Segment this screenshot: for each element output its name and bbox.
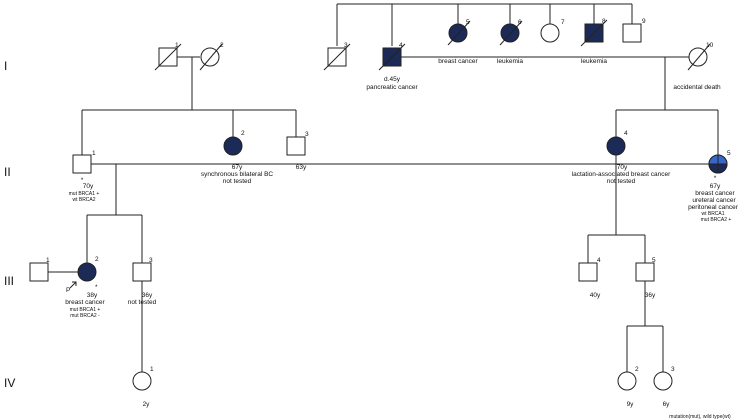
proband-marker: P bbox=[66, 287, 70, 294]
svg-text:mut BRCA1 +: mut BRCA1 + bbox=[70, 307, 101, 313]
individual-i-9: 9 bbox=[622, 18, 646, 43]
individual-iii-1: 1 bbox=[29, 257, 50, 282]
svg-text:4: 4 bbox=[624, 130, 628, 137]
svg-text:3: 3 bbox=[149, 257, 153, 264]
svg-text:lactation-associated breast ca: lactation-associated breast cancer bbox=[572, 171, 671, 178]
svg-text:leukemia: leukemia bbox=[581, 58, 607, 65]
svg-text:1: 1 bbox=[150, 366, 154, 373]
svg-text:accidental death: accidental death bbox=[673, 84, 721, 91]
individual-i-5: 5 breast cancer bbox=[438, 19, 478, 65]
individual-iii-4: 4 40y bbox=[578, 257, 601, 299]
svg-text:5: 5 bbox=[466, 19, 470, 26]
svg-text:63y: 63y bbox=[296, 164, 307, 171]
svg-text:9y: 9y bbox=[627, 401, 635, 408]
generation-label-iii: III bbox=[4, 274, 14, 288]
individual-iii-2: 2 P * 38y breast cancer mut BRCA1 + mut … bbox=[65, 256, 105, 319]
svg-text:3: 3 bbox=[305, 131, 309, 138]
individual-iv-2: 2 9y bbox=[617, 366, 639, 408]
individual-i-6: 6 leukemia bbox=[497, 19, 523, 65]
svg-text:4: 4 bbox=[597, 257, 601, 264]
individual-i-7: 7 bbox=[540, 19, 565, 43]
individual-i-4: 4 d.45y pancreatic cancer bbox=[366, 42, 418, 91]
svg-text:ureteral cancer: ureteral cancer bbox=[692, 197, 736, 204]
generation-label-iv: IV bbox=[4, 376, 15, 390]
generation-label-ii: II bbox=[4, 165, 11, 179]
individual-i-3: 3 bbox=[323, 42, 351, 71]
svg-text:*: * bbox=[81, 177, 84, 184]
svg-text:36y: 36y bbox=[142, 292, 153, 299]
svg-text:8: 8 bbox=[602, 18, 606, 25]
svg-text:67y: 67y bbox=[710, 183, 721, 190]
individual-iii-5: 5 36y bbox=[635, 257, 656, 299]
svg-text:1: 1 bbox=[175, 42, 179, 49]
svg-text:2: 2 bbox=[95, 256, 99, 263]
svg-text:2: 2 bbox=[241, 130, 245, 137]
svg-text:breast cancer: breast cancer bbox=[438, 58, 478, 65]
svg-text:1: 1 bbox=[46, 257, 50, 264]
svg-text:wt BRCA2: wt BRCA2 bbox=[72, 197, 95, 203]
individual-ii-3: 3 63y bbox=[286, 131, 309, 171]
footnote: mutation(mut), wild type(wt) bbox=[669, 414, 731, 420]
individual-i-10: 10 accidental death bbox=[673, 42, 721, 91]
svg-text:5: 5 bbox=[652, 257, 656, 264]
individual-iv-1: 1 2y bbox=[132, 366, 154, 408]
svg-text:6y: 6y bbox=[663, 401, 671, 408]
svg-text:70y: 70y bbox=[83, 183, 94, 190]
svg-text:3: 3 bbox=[671, 366, 675, 373]
individual-ii-2: 2 67y synchronous bilateral BC not teste… bbox=[201, 130, 274, 185]
svg-text:67y: 67y bbox=[232, 164, 243, 171]
svg-text:pancreatic cancer: pancreatic cancer bbox=[366, 84, 418, 91]
svg-text:leukemia: leukemia bbox=[497, 58, 523, 65]
svg-text:6: 6 bbox=[518, 19, 522, 26]
individual-ii-4: 4 70y lactation-associated breast cancer… bbox=[572, 130, 671, 185]
svg-text:not tested: not tested bbox=[128, 299, 157, 306]
svg-text:38y: 38y bbox=[87, 292, 98, 299]
svg-text:*: * bbox=[95, 284, 98, 291]
individual-ii-5: 5 * 67y breast cancer ureteral cancer pe… bbox=[688, 150, 739, 223]
svg-text:mut BRCA2 +: mut BRCA2 + bbox=[701, 217, 732, 223]
svg-text:not tested: not tested bbox=[223, 178, 252, 185]
individual-i-2: 2 bbox=[199, 42, 224, 71]
svg-text:breast cancer: breast cancer bbox=[695, 190, 735, 197]
individual-i-1: 1 bbox=[154, 42, 182, 71]
svg-text:wt BRCA1: wt BRCA1 bbox=[701, 211, 724, 217]
svg-text:1: 1 bbox=[92, 150, 96, 157]
svg-text:70y: 70y bbox=[617, 164, 628, 171]
svg-text:d.45y: d.45y bbox=[384, 76, 401, 83]
svg-text:not tested: not tested bbox=[607, 178, 636, 185]
svg-text:2y: 2y bbox=[143, 401, 151, 408]
individual-i-8: 8 leukemia bbox=[580, 18, 607, 65]
svg-text:10: 10 bbox=[706, 42, 714, 49]
individual-iii-3: 3 36y not tested bbox=[128, 257, 157, 306]
svg-text:breast cancer: breast cancer bbox=[65, 299, 105, 306]
svg-text:synchronous bilateral BC: synchronous bilateral BC bbox=[201, 171, 274, 178]
generation-label-i: I bbox=[4, 59, 7, 73]
svg-text:3: 3 bbox=[344, 42, 348, 49]
svg-text:mut BRCA2 -: mut BRCA2 - bbox=[70, 313, 100, 319]
svg-text:36y: 36y bbox=[645, 292, 656, 299]
individual-iv-3: 3 6y bbox=[653, 366, 675, 408]
svg-text:*: * bbox=[714, 175, 717, 182]
svg-text:40y: 40y bbox=[590, 292, 601, 299]
svg-text:2: 2 bbox=[635, 366, 639, 373]
svg-text:peritoneal cancer: peritoneal cancer bbox=[688, 204, 739, 211]
svg-text:4: 4 bbox=[399, 42, 403, 49]
svg-text:7: 7 bbox=[561, 19, 565, 26]
svg-text:9: 9 bbox=[642, 18, 646, 25]
individual-ii-1: 1 * 70y mut BRCA1 + wt BRCA2 bbox=[69, 150, 100, 203]
svg-text:2: 2 bbox=[220, 42, 224, 49]
svg-text:5: 5 bbox=[727, 150, 731, 157]
svg-text:mut BRCA1 +: mut BRCA1 + bbox=[69, 191, 100, 197]
